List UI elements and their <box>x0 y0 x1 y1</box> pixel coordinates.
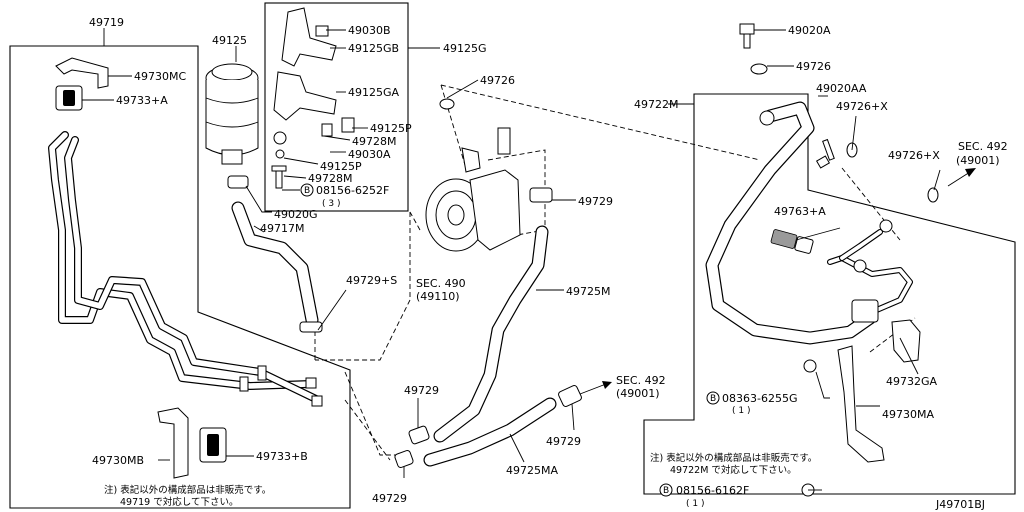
bolt-b-symbol: B <box>710 394 716 404</box>
label-08156-6252f: 08156-6252F <box>316 184 389 197</box>
label-49730mc: 49730MC <box>134 70 186 83</box>
label-49729-c1: 49729 <box>404 384 439 397</box>
label-49763a: 49763+A <box>774 205 826 218</box>
pipe-assembly-49719 <box>48 131 323 407</box>
label-49125gb: 49125GB <box>348 42 399 55</box>
bracket-49730ma <box>801 319 921 497</box>
bolt-symbol-08156-6252f: B <box>300 183 314 197</box>
part-labels: 49719 49125 49030B 49125GB 49125G 49726 … <box>89 16 1008 511</box>
bracket-49730mc <box>55 57 109 89</box>
label-49125g: 49125G <box>443 42 487 55</box>
label-49729-c3: 49729 <box>372 492 407 505</box>
diagram-code: J49701BJ <box>935 498 985 511</box>
label-49726x-b: 49726+X <box>888 149 940 162</box>
bolt-49020a <box>439 23 768 110</box>
notes: 注) 表記以外の構成部品は非販売です。 49719 で対応して下さい。 注) 表… <box>104 452 817 508</box>
label-49733a: 49733+A <box>116 94 168 107</box>
reservoir-tank-49125 <box>205 63 259 165</box>
note-right-line2: 49722M で対応して下さい。 <box>670 464 797 476</box>
grommet-49733b <box>199 427 227 463</box>
label-49728m-a: 49728M <box>352 135 396 148</box>
bracket-assembly-49125g <box>271 7 355 189</box>
label-08363-6255g: 08363-6255G <box>722 392 797 405</box>
label-49020a: 49020A <box>788 24 831 37</box>
bolt-symbol-08363-6255g: B <box>706 391 720 405</box>
note-left-line1: 注) 表記以外の構成部品は非販売です。 <box>104 484 271 496</box>
label-08156-6162f: 08156-6162F <box>676 484 749 497</box>
grommet-49733a <box>55 85 83 111</box>
pressure-switch-49763a <box>770 229 814 254</box>
label-49730ma: 49730MA <box>882 408 934 421</box>
note-right-line1: 注) 表記以外の構成部品は非販売です。 <box>650 452 817 464</box>
hose-49725m <box>433 225 549 443</box>
hose-assembly-49722m <box>705 101 913 345</box>
label-qty-1-a: ( 1 ) <box>732 406 750 416</box>
label-qty-1-b: ( 1 ) <box>686 499 704 509</box>
sec492-arrows <box>579 168 976 395</box>
label-49719: 49719 <box>89 16 124 29</box>
label-49728m-b: 49728M <box>308 172 352 185</box>
label-sec490-sub: (49110) <box>416 290 460 303</box>
bolt-49020aa <box>815 138 939 203</box>
label-49729-c2: 49729 <box>546 435 581 448</box>
clamps-49729 <box>394 385 582 468</box>
label-49729-pump: 49729 <box>578 195 613 208</box>
label-49726-top: 49726 <box>480 74 515 87</box>
label-49125: 49125 <box>212 34 247 47</box>
label-sec492-center: SEC. 492 <box>616 374 666 387</box>
label-49725m: 49725M <box>566 285 610 298</box>
label-49717m: 49717M <box>260 222 304 235</box>
label-49125ga: 49125GA <box>348 86 400 99</box>
label-49722m: 49722M <box>634 98 678 111</box>
label-49733b: 49733+B <box>256 450 308 463</box>
bolt-b-symbol: B <box>304 186 310 196</box>
label-49730mb: 49730MB <box>92 454 144 467</box>
label-49726-right: 49726 <box>796 60 831 73</box>
label-49020aa: 49020AA <box>816 82 867 95</box>
bolt-symbol-08156-6162f: B <box>659 483 673 497</box>
label-49125p-a: 49125P <box>370 122 412 135</box>
label-49030a: 49030A <box>348 148 391 161</box>
label-49732ga: 49732GA <box>886 375 938 388</box>
label-49725ma: 49725MA <box>506 464 558 477</box>
label-sec490: SEC. 490 <box>416 277 466 290</box>
hose-49725ma <box>423 397 557 467</box>
label-49729s: 49729+S <box>346 274 397 287</box>
bracket-49730mb <box>157 407 189 479</box>
group-box-49719 <box>9 45 351 509</box>
label-49020g: 49020G <box>274 208 318 221</box>
label-sec492-center-sub: (49001) <box>616 387 660 400</box>
group-box-49125g <box>264 2 409 212</box>
power-steering-pump <box>425 127 553 252</box>
label-49726x-a: 49726+X <box>836 100 888 113</box>
label-sec492-right-sub: (49001) <box>956 154 1000 167</box>
label-49125p-b: 49125P <box>320 160 362 173</box>
note-left-line2: 49719 で対応して下さい。 <box>120 496 238 508</box>
bolt-b-symbol: B <box>663 486 669 496</box>
label-sec492-right: SEC. 492 <box>958 140 1008 153</box>
hose-49717m <box>227 175 323 333</box>
label-49030b: 49030B <box>348 24 391 37</box>
label-qty-3: ( 3 ) <box>322 199 340 209</box>
leader-lines <box>82 28 941 491</box>
